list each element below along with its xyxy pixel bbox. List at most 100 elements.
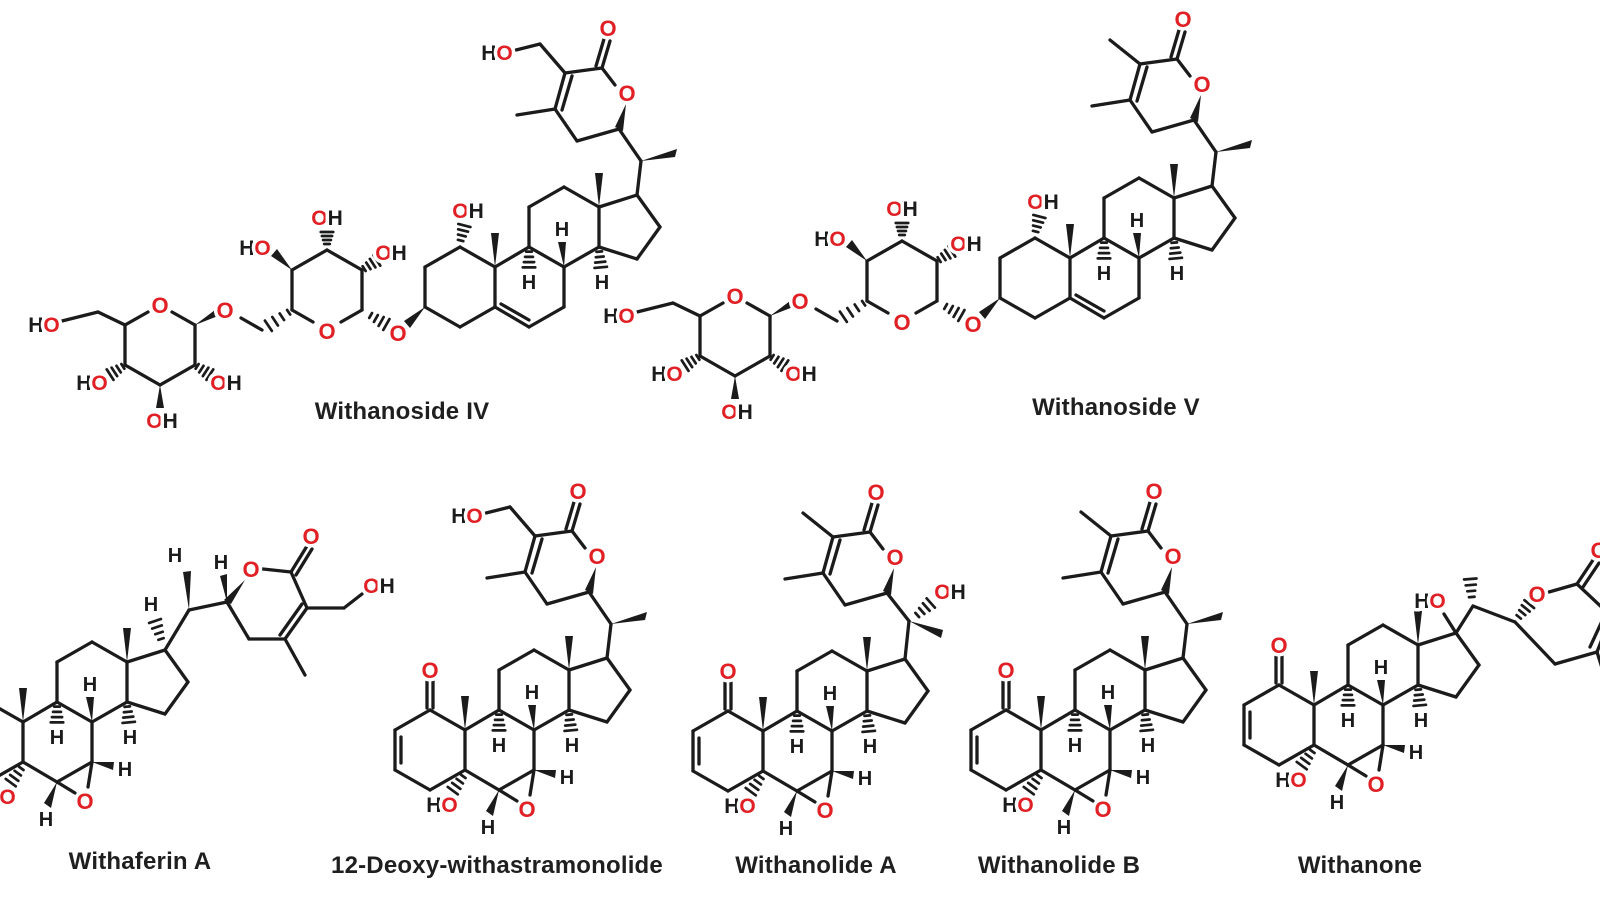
bond xyxy=(538,42,567,75)
bond xyxy=(1181,622,1189,660)
bond xyxy=(1068,296,1106,320)
bond xyxy=(600,66,617,87)
wedge-bond xyxy=(832,771,854,779)
atom-label-OH: OH xyxy=(1027,191,1059,214)
wedge-bond xyxy=(565,636,573,670)
bond xyxy=(289,544,309,574)
bond xyxy=(86,760,94,789)
bond xyxy=(428,708,467,732)
bond xyxy=(761,709,799,733)
bond xyxy=(814,307,839,323)
hash-bond xyxy=(914,596,937,619)
atom-label-O: O xyxy=(816,798,833,823)
bond xyxy=(1210,216,1237,252)
bond xyxy=(562,245,601,269)
bond xyxy=(90,640,129,664)
wedge-bond xyxy=(1161,567,1172,594)
atom-label-H: H xyxy=(1057,817,1071,839)
atom-label-O: O xyxy=(1590,538,1600,563)
wedge-bond xyxy=(528,705,536,730)
hash-bond xyxy=(1168,241,1184,261)
hash-bond xyxy=(563,713,579,733)
bond xyxy=(463,768,501,792)
bond xyxy=(493,305,531,329)
bond xyxy=(55,640,94,664)
bond xyxy=(903,689,930,725)
bond xyxy=(523,534,537,574)
bond xyxy=(1108,708,1147,732)
bond xyxy=(533,529,574,538)
atom-label-O: O xyxy=(1164,544,1181,569)
bond xyxy=(21,700,59,724)
atom-label-O: O xyxy=(76,789,93,814)
bond xyxy=(484,505,512,515)
wedge-bond xyxy=(44,782,57,808)
bond xyxy=(493,245,531,269)
atom-label-H: H xyxy=(1409,742,1423,764)
hash-bond xyxy=(446,773,467,796)
bond xyxy=(1181,688,1208,724)
hash-bond xyxy=(894,221,910,237)
wedge-bond xyxy=(19,688,27,722)
bond xyxy=(1138,57,1179,66)
wedge-bond xyxy=(1104,705,1112,730)
bond xyxy=(261,567,293,574)
atom-label-H: H xyxy=(790,736,804,758)
atom-label-HO: HO xyxy=(651,363,683,386)
atom-label-O: O xyxy=(1094,797,1111,822)
wedge-bond xyxy=(611,612,647,624)
bond xyxy=(865,239,904,263)
bond xyxy=(1381,683,1420,707)
bond xyxy=(783,571,825,581)
bond xyxy=(885,591,911,623)
bond xyxy=(1163,590,1189,626)
bond xyxy=(530,537,544,575)
atom-label-HO: HO xyxy=(724,795,756,818)
atom-label-H: H xyxy=(863,736,877,758)
bond xyxy=(1172,236,1214,252)
bond xyxy=(865,299,890,315)
bond xyxy=(795,649,834,673)
bond xyxy=(635,301,675,314)
bond xyxy=(726,709,765,733)
bond xyxy=(393,768,432,792)
atom-label-H: H xyxy=(214,552,228,574)
bond xyxy=(1277,743,1316,767)
bond xyxy=(1346,763,1368,778)
atom-label-H: H xyxy=(144,594,158,616)
atom-label-O: O xyxy=(886,545,903,570)
atom-label-O: O xyxy=(997,658,1014,683)
bond xyxy=(597,245,639,261)
atom-label-H: H xyxy=(481,817,495,839)
wedge-bond xyxy=(585,567,596,594)
bond xyxy=(163,648,190,684)
bond xyxy=(278,602,304,637)
bond xyxy=(158,363,197,387)
atom-label-O: O xyxy=(1174,7,1191,32)
bond xyxy=(1471,604,1517,624)
compound-caption-withanone: Withanone xyxy=(1297,852,1423,879)
bond xyxy=(1172,184,1214,200)
bond xyxy=(617,127,643,163)
wedge-bond xyxy=(826,706,834,731)
bond xyxy=(1242,743,1281,767)
bond xyxy=(125,700,167,716)
bond xyxy=(523,570,549,606)
atom-label-OH: OH xyxy=(452,200,484,223)
atom-label-HO: HO xyxy=(76,372,108,395)
wedge-bond xyxy=(558,242,566,267)
bond xyxy=(1169,28,1181,59)
compound-caption-withaferin-a: Withaferin A xyxy=(68,848,212,875)
bond xyxy=(187,600,229,612)
bond xyxy=(342,592,364,610)
